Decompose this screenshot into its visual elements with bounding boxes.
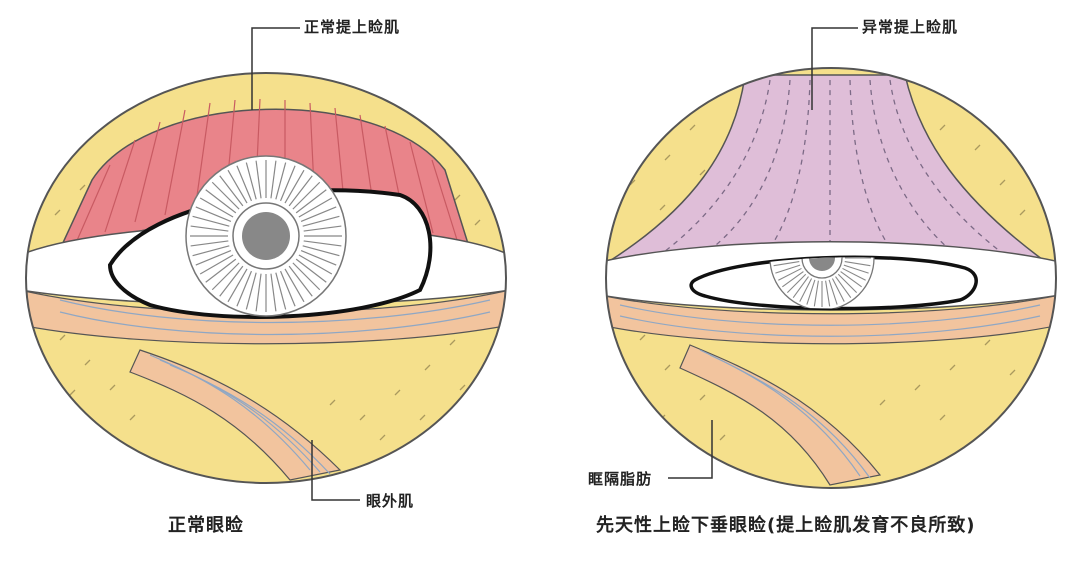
iris-ray (227, 268, 248, 303)
normal-eyelid-caption: 正常眼睑 (168, 515, 244, 536)
iris-ray (279, 165, 296, 202)
iris-ray (782, 271, 804, 288)
orbicularis-pointer (311, 440, 360, 501)
normal-oblique-muscle (129, 349, 342, 481)
iris-ray (842, 267, 866, 281)
orbital-fat-label: 眶隔脂肪 (588, 470, 653, 488)
iris-ray (199, 254, 234, 275)
iris-ray (292, 181, 321, 210)
iris-ray (211, 262, 240, 291)
iris-ray (831, 278, 845, 302)
iris-ray (192, 215, 230, 227)
iris-ray (279, 270, 296, 307)
iris-ray (786, 273, 807, 294)
ptosis-oblique-muscle (679, 344, 882, 486)
iris-ray (799, 278, 813, 302)
iris-ray (205, 189, 237, 214)
iris-ray (837, 273, 858, 294)
iris-ray (295, 258, 327, 283)
iris-ray (825, 280, 831, 307)
orbicularis-label: 眼外肌 (366, 492, 415, 510)
iris-ray (840, 271, 862, 288)
iris-ray (298, 254, 333, 275)
normal-levator-pointer (251, 27, 300, 110)
normal-levator-label: 正常提上睑肌 (304, 18, 401, 36)
iris-ray (255, 160, 262, 199)
abnormal-levator-pointer (811, 27, 858, 110)
normal-levator-fibers (74, 98, 459, 246)
normal-pupil (242, 212, 290, 260)
ptosis-levator-fibers (659, 79, 1006, 256)
iris-ray (295, 189, 327, 214)
iris-ray (843, 264, 869, 274)
iris-ray (284, 169, 305, 204)
iris-ray (195, 249, 232, 266)
abnormal-levator-label: 异常提上睑肌 (862, 18, 959, 36)
iris-ray (806, 279, 816, 305)
iris-ray (190, 225, 229, 232)
iris-ray (828, 279, 838, 305)
normal-oblique-fibers (59, 299, 491, 475)
iris-ray (236, 270, 253, 307)
iris-ray (195, 206, 232, 223)
normal-iris-rays (190, 160, 342, 312)
iris-ray (775, 264, 801, 274)
iris-ray (255, 273, 262, 312)
iris-ray (199, 197, 234, 218)
iris-ray (792, 276, 809, 298)
orbital-fat-pointer (668, 420, 713, 479)
iris-ray (835, 276, 852, 298)
ptosis-eyelid-caption: 先天性上睑下垂眼睑(提上睑肌发育不良所致) (596, 515, 976, 536)
iris-ray (284, 268, 305, 303)
ptosis-oblique-fibers (619, 304, 1041, 479)
iris-ray (270, 273, 277, 312)
iris-ray (773, 261, 800, 267)
iris-ray (288, 265, 313, 297)
iris-ray (227, 169, 248, 204)
iris-ray (300, 249, 337, 266)
iris-ray (245, 162, 257, 200)
iris-ray (211, 181, 240, 210)
ptosis-lower-muscle (606, 294, 1056, 345)
iris-ray (219, 175, 244, 207)
iris-ray (303, 225, 342, 232)
iris-ray (844, 261, 871, 267)
ptosis-iris-rays (773, 257, 871, 307)
iris-ray (275, 272, 287, 310)
iris-ray (192, 245, 230, 257)
iris-ray (813, 280, 819, 307)
iris-ray (275, 162, 287, 200)
iris-ray (190, 240, 229, 247)
iris-ray (288, 175, 313, 207)
iris-ray (300, 206, 337, 223)
iris-ray (303, 240, 342, 247)
iris-ray (302, 215, 340, 227)
iris-ray (219, 265, 244, 297)
iris-ray (292, 262, 321, 291)
iris-ray (302, 245, 340, 257)
ptosis-eyelid-figure (605, 27, 1057, 489)
iris-ray (270, 160, 277, 199)
iris-ray (236, 165, 253, 202)
normal-eyelid-figure (25, 27, 507, 501)
iris-ray (298, 197, 333, 218)
iris-ray (205, 258, 237, 283)
ptosis-pupil (809, 257, 835, 271)
iris-ray (245, 272, 257, 310)
iris-ray (778, 267, 802, 281)
